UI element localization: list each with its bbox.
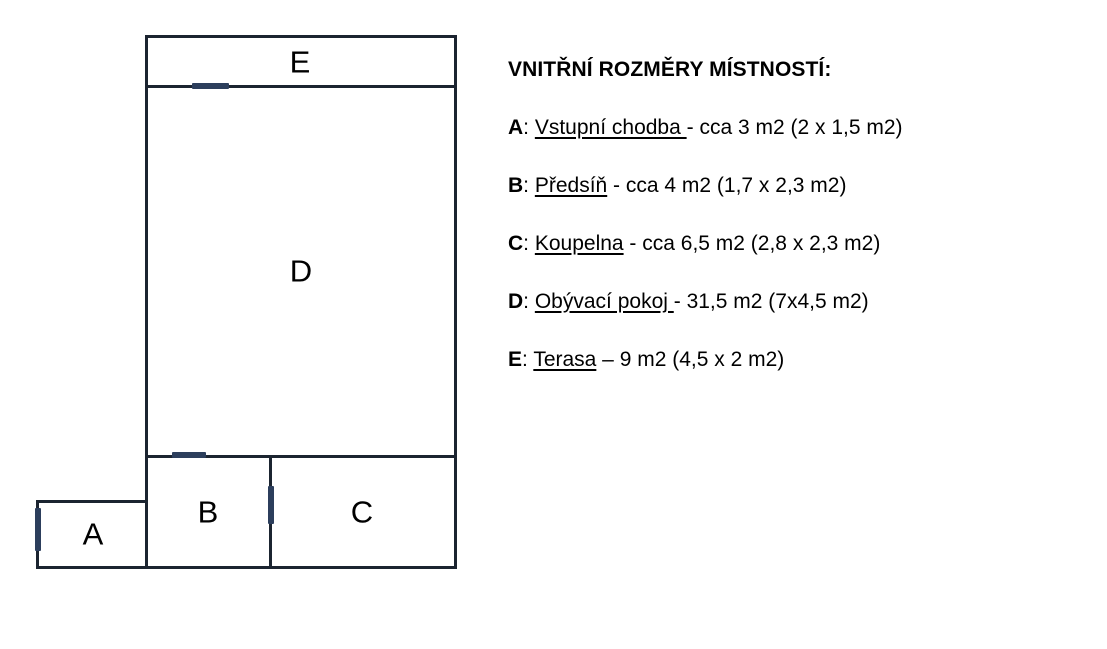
wall-bottom-corridor [36,566,148,569]
legend-detail-d: - 31,5 m2 (7x4,5 m2) [673,290,869,313]
room-label-a: A [82,516,104,552]
door-terrace-livingroom-icon [192,83,229,89]
legend-row-c: C: Koupelna - cca 6,5 m2 (2,8 x 2,3 m2) [508,232,1083,256]
legend-separator-a: : [523,116,535,139]
legend-name-c: Koupelna [534,232,624,255]
legend-name-d: Obývací pokoj [534,290,674,313]
wall-top-corridor [36,500,148,503]
room-label-b: B [197,494,219,530]
legend-key-d: D [508,290,524,313]
door-livingroom-hall-icon [172,452,206,458]
legend-detail-a: - cca 3 m2 (2 x 1,5 m2) [686,116,903,139]
legend-panel: VNITŘNÍ ROZMĚRY MÍSTNOSTÍ: A: Vstupní ch… [508,58,1083,372]
legend-key-c: C [508,232,524,255]
wall-livingroom-hall [145,455,457,458]
legend-row-d: D: Obývací pokoj - 31,5 m2 (7x4,5 m2) [508,290,1083,314]
room-label-e: E [289,44,311,80]
door-hall-bathroom-icon [268,486,274,524]
legend-row-e: E: Terasa – 9 m2 (4,5 x 2 m2) [508,348,1083,372]
wall-top-terrace [145,35,457,38]
legend-key-e: E [508,348,523,371]
wall-bottom-hall [145,566,457,569]
legend-row-a: A: Vstupní chodba - cca 3 m2 (2 x 1,5 m2… [508,116,1083,140]
wall-terrace-livingroom [145,85,457,88]
legend-name-e: Terasa [533,348,597,371]
wall-left-main [145,35,148,458]
floor-plan: E D B C A [0,0,500,649]
legend-separator-e: : [522,348,534,371]
legend-detail-e: – 9 m2 (4,5 x 2 m2) [596,348,785,371]
legend-title: VNITŘNÍ ROZMĚRY MÍSTNOSTÍ: [508,58,832,81]
room-label-d: D [289,253,313,289]
legend-key-b: B [508,174,524,197]
legend-name-a: Vstupní chodba [534,116,687,139]
legend-detail-b: - cca 4 m2 (1,7 x 2,3 m2) [607,174,847,197]
legend-separator-c: : [523,232,535,255]
legend-name-b: Předsíň [534,174,608,197]
door-entrance-corridor-icon [35,508,41,551]
legend-separator-d: : [523,290,535,313]
legend-key-a: A [508,116,524,139]
legend-row-b: B: Předsíň - cca 4 m2 (1,7 x 2,3 m2) [508,174,1083,198]
legend-detail-c: - cca 6,5 m2 (2,8 x 2,3 m2) [623,232,881,255]
legend-separator-b: : [523,174,535,197]
wall-right-main [454,35,457,569]
wall-left-hall [145,455,148,569]
room-label-c: C [350,494,374,530]
